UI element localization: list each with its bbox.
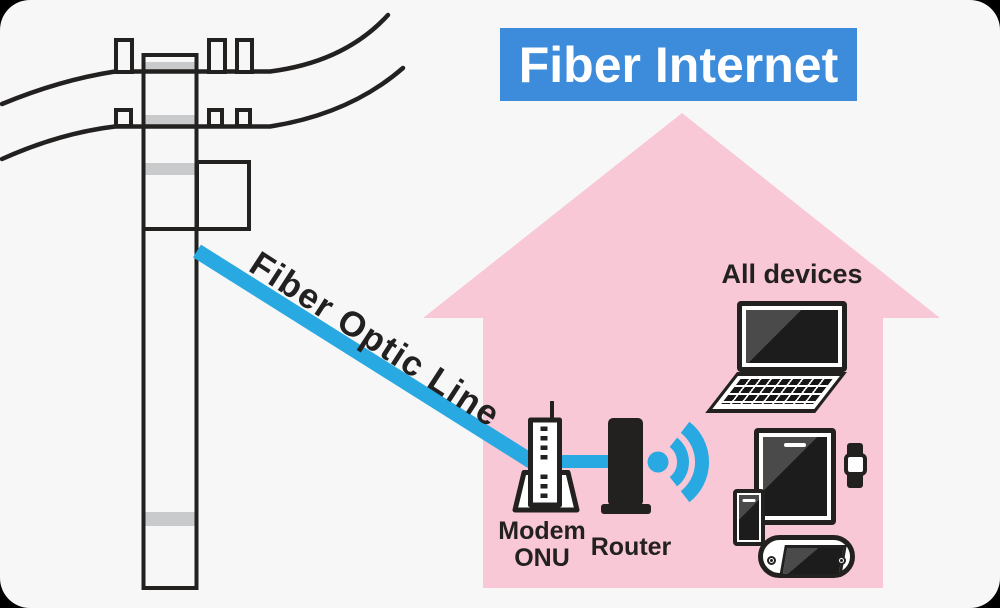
- modem-status-lights: [540, 426, 548, 508]
- smartphone-screen: [739, 495, 759, 540]
- laptop-icon: [737, 301, 847, 372]
- pole-trunk: [141, 53, 199, 590]
- tablet-icon: [754, 428, 836, 525]
- game-console-icon: [758, 535, 855, 578]
- smartphone-speaker-bar: [742, 499, 756, 502]
- pole-band: [145, 163, 195, 175]
- all-devices-label: All devices: [721, 259, 863, 289]
- transformer-box: [195, 160, 251, 231]
- insulator: [114, 38, 134, 74]
- power-wire-bottom: [0, 65, 406, 162]
- fiber-optic-line: [193, 244, 546, 475]
- laptop-keys: [721, 379, 833, 404]
- wifi-dot: [647, 451, 669, 473]
- modem-label-line1: Modem: [498, 517, 586, 545]
- router-icon: [601, 418, 651, 514]
- game-console-right-button: [837, 556, 846, 565]
- power-wire-top: [0, 12, 391, 107]
- modem-label: Modem ONU: [497, 518, 587, 572]
- insulator: [207, 108, 224, 128]
- smartphone-icon: [733, 489, 765, 546]
- wifi-arc-outer: [680, 421, 709, 503]
- pole-band: [145, 512, 195, 526]
- modem-body: [528, 417, 562, 508]
- pole-band: [145, 62, 195, 72]
- wifi-icon: [647, 421, 709, 503]
- game-console-left-button: [767, 556, 776, 565]
- smartwatch-icon: [844, 453, 867, 476]
- modem-label-line2: ONU: [514, 544, 570, 572]
- insulator: [114, 108, 133, 128]
- router-body: [608, 418, 643, 506]
- pole-band: [145, 115, 195, 127]
- insulator: [235, 108, 252, 128]
- insulator: [235, 38, 254, 74]
- router-base: [601, 504, 651, 514]
- pole-fittings: [114, 38, 254, 231]
- laptop-screen: [746, 310, 838, 363]
- utility-pole-icon: [141, 53, 199, 590]
- power-lines-icon: [0, 12, 406, 162]
- tablet-camera-bar: [784, 443, 806, 447]
- tablet-screen: [763, 437, 827, 516]
- modem-icon: [512, 401, 580, 513]
- router-label: Router: [590, 533, 672, 561]
- page-title: Fiber Internet: [518, 36, 839, 93]
- wifi-arc-inner: [669, 437, 689, 487]
- insulator: [207, 38, 227, 74]
- title-banner: Fiber Internet: [500, 28, 857, 101]
